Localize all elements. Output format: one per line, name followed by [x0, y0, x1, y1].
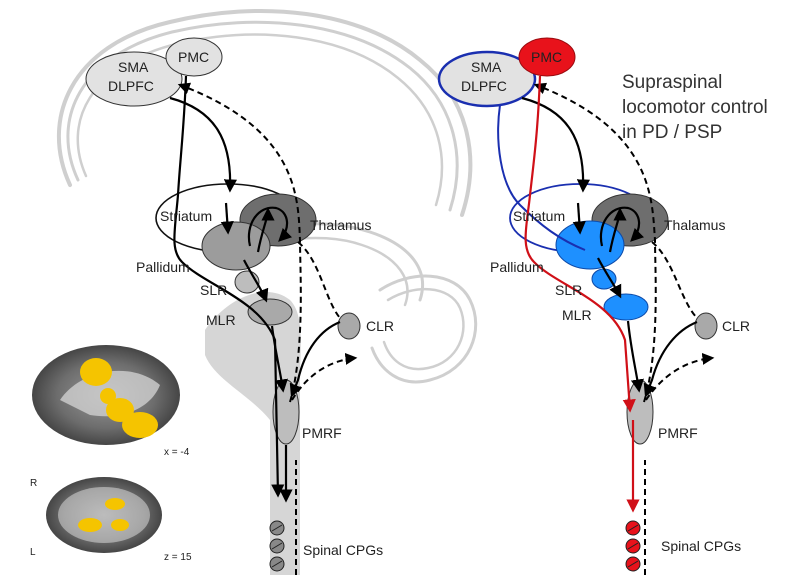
thalamus-label: Thalamus [310, 217, 371, 233]
slr-label: SLR [200, 282, 227, 298]
pd-clr-label: CLR [722, 318, 750, 334]
pd-slr-label: SLR [555, 282, 582, 298]
pd-dlpfc-label: DLPFC [461, 78, 507, 94]
pd-sma-label: SMA [471, 59, 502, 75]
pmrf-label: PMRF [302, 425, 342, 441]
clr-node [337, 312, 361, 340]
axial-brain-image: R L z = 15 [30, 477, 192, 563]
title-line-1: Supraspinal [622, 72, 722, 93]
pd-clr-node [694, 312, 718, 340]
pd-thalamus-label: Thalamus [664, 217, 725, 233]
right-marker: R [30, 478, 37, 489]
pd-pallidum-node [555, 220, 625, 270]
spinal-label: Spinal CPGs [303, 542, 383, 558]
title-line-2: locomotor control [622, 97, 768, 118]
title-line-3: in PD / PSP [622, 122, 722, 143]
pallidum-label: Pallidum [136, 259, 190, 275]
dlpfc-label: DLPFC [108, 78, 154, 94]
left-marker: L [30, 547, 36, 558]
brainstem [205, 291, 301, 575]
right-pathway-diagram: SMA DLPFC PMC Striatum Thalamus Pallidum… [437, 37, 768, 575]
pallidum-node [201, 221, 271, 271]
pmc-node [165, 37, 223, 77]
pd-slr-node [591, 268, 617, 290]
pd-striatum-label: Striatum [513, 208, 565, 224]
pd-mlr-label: MLR [562, 307, 592, 323]
mlr-node [247, 298, 293, 326]
pd-mlr-node [603, 293, 649, 321]
pd-pmc-node [518, 37, 576, 77]
clr-label: CLR [366, 318, 394, 334]
pd-spinal-cpg-circles [625, 520, 641, 572]
mlr-label: MLR [206, 312, 236, 328]
sma-label: SMA [118, 59, 149, 75]
sagittal-coord: x = -4 [164, 447, 190, 458]
axial-coord: z = 15 [164, 552, 192, 563]
sagittal-brain-image: x = -4 [32, 345, 190, 458]
spinal-cpg-circles [269, 520, 285, 572]
pd-pmrf-label: PMRF [658, 425, 698, 441]
pmc-label: PMC [178, 49, 209, 65]
pd-spinal-label: Spinal CPGs [661, 538, 741, 554]
pd-pmc-label: PMC [531, 49, 562, 65]
pd-sma-dlpfc-node [437, 50, 537, 108]
sma-dlpfc-node [85, 51, 183, 107]
striatum-label: Striatum [160, 208, 212, 224]
pd-pallidum-label: Pallidum [490, 259, 544, 275]
left-pathway-diagram: SMA DLPFC PMC Striatum Thalamus Pallidum… [85, 37, 394, 575]
